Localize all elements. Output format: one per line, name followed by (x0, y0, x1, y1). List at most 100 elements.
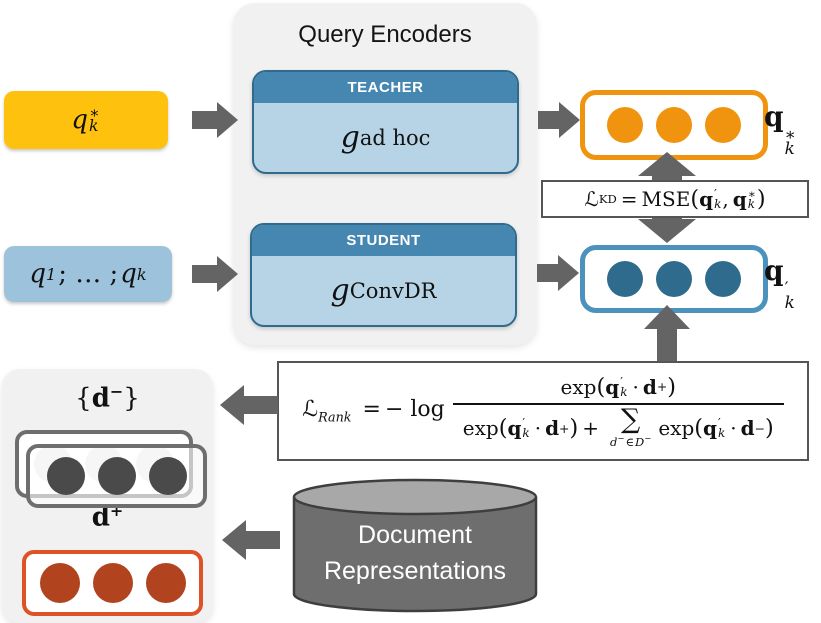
tok: ′ (717, 415, 721, 430)
embedding-dot (145, 563, 186, 603)
embedding-dot (656, 107, 692, 143)
exp-term-positive: exp(q′k·d+) (561, 374, 676, 400)
tok: q (764, 254, 784, 287)
tok: − log (384, 396, 445, 422)
rank-loss-box: ℒRank =− log exp(q′k·d+) exp(q′k·d+) + ∑… (277, 361, 809, 461)
tok: + (582, 416, 599, 440)
tok: q (507, 416, 522, 440)
documents-panel: {d−} d+ (2, 369, 213, 623)
tok: KD (598, 192, 617, 206)
tok: g (340, 120, 360, 155)
tok: k (136, 264, 147, 284)
tok: q (732, 187, 747, 211)
exp-term-negative: exp(q′k·d−) (658, 415, 773, 441)
embedding-dot (39, 563, 80, 603)
embedding-dot (46, 457, 85, 495)
sigma-icon: ∑ (621, 403, 641, 435)
positive-doc-box (22, 550, 203, 616)
rank-loss-lhs: ℒRank =− log (302, 397, 445, 425)
tok: ∈ (625, 434, 634, 449)
tok: 1 (46, 264, 57, 284)
embedding-dot (97, 457, 136, 495)
tok: ConvDR (349, 278, 437, 303)
teacher-embedding-box (580, 90, 768, 160)
rank-loss-denominator: exp(q′k·d+) + ∑ d−∈D− exp(q′k·d−) (452, 402, 784, 449)
tok: ′ (784, 278, 789, 298)
tok: · (730, 416, 737, 440)
tok: k (620, 384, 628, 399)
tok: q (71, 105, 89, 135)
tok: − (617, 433, 625, 444)
arrow-manual-query-to-teacher (192, 102, 238, 138)
document-store-line2: Representations (323, 557, 507, 585)
tok: } (123, 383, 140, 414)
tok: − (754, 420, 765, 436)
panel-title: Query Encoders (298, 21, 472, 48)
tok: ) (569, 415, 579, 441)
tok: ) (667, 373, 676, 400)
student-role-badge: STUDENT (252, 225, 515, 256)
sum-over-negatives: ∑ d−∈D− (610, 403, 651, 449)
embedding-dot (148, 457, 187, 495)
embedding-dot (705, 261, 741, 297)
negative-doc-front-box (26, 444, 207, 508)
tok: q (605, 374, 620, 399)
student-embedding-box (580, 245, 768, 313)
arrow-store-to-positive-doc (222, 520, 280, 560)
embedding-dot (92, 563, 133, 603)
tok: ad hoc (359, 125, 431, 150)
embedding-dot (656, 261, 692, 297)
tok: ; … ; (58, 259, 119, 289)
tok: d (545, 416, 560, 440)
document-store-label: Document Representations (291, 517, 539, 589)
tok: q (120, 259, 137, 289)
tok: k (522, 426, 530, 440)
arrow-student-to-embedding (537, 255, 579, 291)
tok: · (534, 416, 542, 440)
embedding-dot (607, 107, 643, 143)
arrow-rank-to-student-embedding (644, 305, 690, 361)
tok: k (784, 138, 795, 159)
tok: ( (690, 186, 700, 212)
tok: k (89, 117, 99, 135)
teacher-role-badge: TEACHER (254, 72, 517, 103)
tok: q (29, 259, 47, 289)
teacher-embedding-label: q∗k (764, 100, 797, 159)
arrow-teacher-to-embedding (538, 102, 580, 138)
tok: k (784, 292, 795, 313)
manual-query-box: q∗k (4, 91, 168, 149)
tok: d (91, 502, 110, 533)
tok: Rank (318, 410, 352, 426)
arrow-rank-to-negative-docs (220, 385, 278, 425)
tok: MSE (641, 187, 691, 211)
tok: ( (596, 373, 606, 400)
tok: · (632, 374, 639, 399)
sum-limits: d−∈D− (610, 435, 651, 448)
tok: q (699, 187, 714, 211)
tok: ) (765, 415, 774, 441)
rank-loss-fraction: exp(q′k·d+) exp(q′k·d+) + ∑ d−∈D− exp(q′… (452, 374, 784, 449)
tok: ℒ (302, 396, 319, 422)
tok: D (634, 434, 645, 449)
tok: = (620, 187, 638, 211)
tok: ′ (620, 374, 623, 389)
tok: d (609, 434, 618, 449)
tok: , (722, 187, 729, 211)
tok: q (703, 416, 717, 440)
tok: d (91, 383, 110, 414)
tok: exp (560, 374, 597, 399)
embedding-dot (607, 261, 643, 297)
tok: ′ (522, 415, 526, 430)
exp-term-positive: exp(q′k·d+) (463, 415, 578, 441)
tok: ( (694, 415, 703, 441)
tok: − (644, 433, 652, 444)
negative-docs-label: {d−} (2, 382, 213, 414)
rank-loss-numerator: exp(q′k·d+) (551, 374, 686, 403)
tok: ∗ (747, 186, 756, 201)
tok: d (740, 416, 755, 440)
document-store-line1: Document (358, 521, 472, 549)
